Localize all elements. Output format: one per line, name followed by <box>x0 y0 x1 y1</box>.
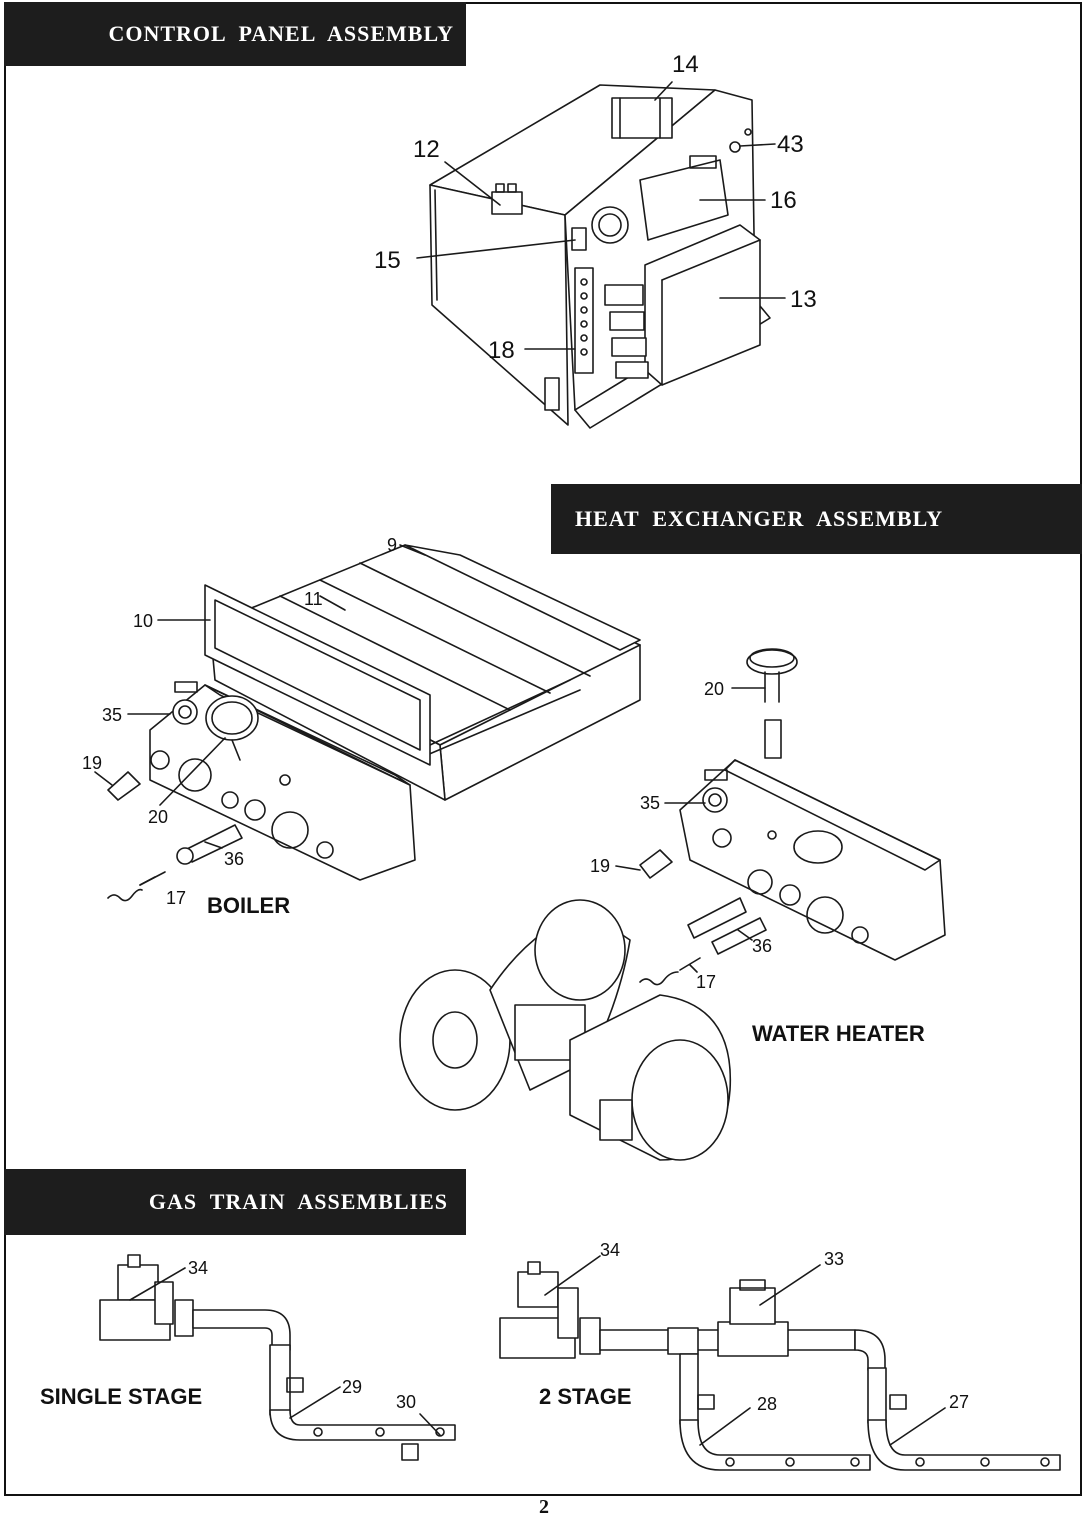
callout-36-boiler: 36 <box>224 849 244 869</box>
callout-35-boiler: 35 <box>102 705 122 725</box>
gas-train-drawing <box>99 1254 1061 1471</box>
single-stage-label: SINGLE STAGE <box>40 1384 202 1409</box>
gas-train-banner: GAS TRAIN ASSEMBLIES <box>4 1169 466 1235</box>
boiler-label: BOILER <box>207 893 290 918</box>
callout-9: 9 <box>387 535 397 555</box>
callout-28: 28 <box>757 1394 777 1414</box>
callout-10: 10 <box>133 611 153 631</box>
callout-30: 30 <box>396 1392 416 1412</box>
gas-train-title: GAS TRAIN ASSEMBLIES <box>148 1189 448 1214</box>
heat-exchanger-banner: HEAT EXCHANGER ASSEMBLY <box>551 484 1082 554</box>
callout-16: 16 <box>770 187 797 214</box>
callout-14: 14 <box>672 51 699 78</box>
callout-17-boiler: 17 <box>166 888 186 908</box>
heat-exchanger-drawing <box>94 544 946 1161</box>
callout-29: 29 <box>342 1377 362 1397</box>
callout-27: 27 <box>949 1392 969 1412</box>
callout-20-water-heater: 20 <box>704 679 724 699</box>
callout-19-water-heater: 19 <box>590 856 610 876</box>
callout-43: 43 <box>777 131 804 158</box>
callout-34-single: 34 <box>188 1258 208 1278</box>
callout-12: 12 <box>413 136 440 163</box>
control-panel-drawing <box>416 81 786 429</box>
callout-18: 18 <box>488 337 515 364</box>
page-number: 2 <box>539 1496 549 1518</box>
callout-34-two-stage: 34 <box>600 1240 620 1260</box>
callout-33: 33 <box>824 1249 844 1269</box>
two-stage-label: 2 STAGE <box>539 1384 632 1409</box>
callout-35-water-heater: 35 <box>640 793 660 813</box>
callout-11: 11 <box>304 589 323 609</box>
heat-exchanger-title: HEAT EXCHANGER ASSEMBLY <box>575 506 944 531</box>
callout-19-boiler: 19 <box>82 753 102 773</box>
callout-15: 15 <box>374 247 401 274</box>
callout-17-water-heater: 17 <box>696 972 716 992</box>
callout-36-water-heater: 36 <box>752 936 772 956</box>
callout-13: 13 <box>790 286 817 313</box>
control-panel-title: CONTROL PANEL ASSEMBLY <box>108 21 454 46</box>
water-heater-label: WATER HEATER <box>752 1021 925 1046</box>
callout-20-boiler: 20 <box>148 807 168 827</box>
control-panel-banner: CONTROL PANEL ASSEMBLY <box>4 2 466 66</box>
page-frame <box>4 2 1082 1496</box>
